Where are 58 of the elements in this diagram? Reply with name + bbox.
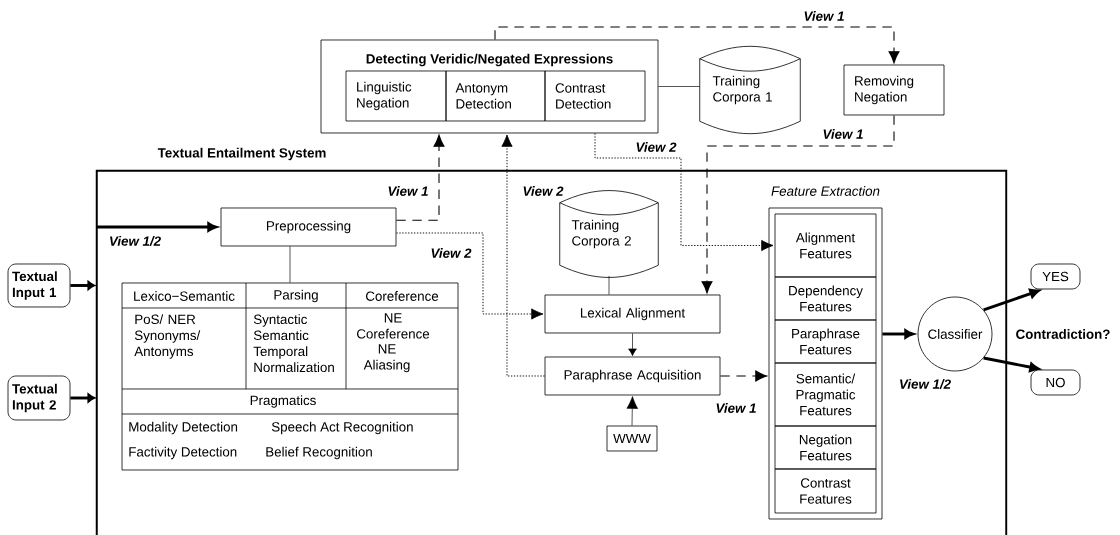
question-label: Contradiction? xyxy=(1016,329,1110,339)
feature-box: Alignment Features xyxy=(774,213,877,278)
process-box: Lexical Alignment xyxy=(544,294,721,334)
edge-label: View 1 xyxy=(714,401,758,415)
cell-text: Speech Act Recognition xyxy=(271,421,413,435)
arrow xyxy=(96,222,218,232)
edge-label: View 1/2 xyxy=(897,377,953,391)
cell-text: Lexico−Semantic xyxy=(134,291,235,301)
source-box: WWW xyxy=(606,425,658,452)
feature-box: Semantic/ Pragmatic Features xyxy=(774,362,877,427)
cell-text: PoS/ NER Synonyms/ Antonyms xyxy=(134,314,201,359)
edge-label: View 1 xyxy=(802,9,846,23)
cell-text: Parsing xyxy=(274,289,318,303)
cell-text: NE Aliasing xyxy=(363,344,410,373)
arrow xyxy=(70,393,96,403)
connector-line xyxy=(289,246,291,283)
process-box: Removing Negation xyxy=(843,64,945,116)
output-box: YES xyxy=(1030,263,1081,290)
feature-box: Dependency Features xyxy=(774,276,877,321)
cell-text: Syntactic Semantic Temporal Normalization xyxy=(253,314,334,373)
arrow xyxy=(628,333,637,356)
cell-text: Coreference xyxy=(366,291,439,301)
arrow xyxy=(501,134,546,377)
input-box: Textual Input 2 xyxy=(7,375,71,421)
cell-text: NE Coreference xyxy=(357,313,430,339)
edge-label: View 1 xyxy=(821,127,865,141)
arrow xyxy=(626,396,638,426)
process-box: Paraphrase Acquisition xyxy=(544,356,721,396)
connector-line xyxy=(658,86,701,87)
input-box: Textual Input 1 xyxy=(7,263,71,308)
edge-label: View 2 xyxy=(429,246,473,260)
module-box: Contrast Detection xyxy=(544,70,646,122)
output-box: NO xyxy=(1030,369,1081,396)
cell-text: Belief Recognition xyxy=(266,446,372,460)
arrow xyxy=(701,114,895,294)
node-label: Feature Extraction xyxy=(771,186,880,196)
feature-box: Contrast Features xyxy=(774,468,877,514)
arrow xyxy=(882,329,915,339)
arrow xyxy=(594,132,774,252)
arrow xyxy=(395,232,544,320)
arrow xyxy=(983,356,1040,372)
arrow xyxy=(395,134,445,221)
feature-box: Negation Features xyxy=(774,425,877,470)
process-box: Preprocessing xyxy=(220,207,397,247)
module-box: Antonym Detection xyxy=(445,70,546,122)
cell-text: Pragmatics xyxy=(250,395,316,408)
cell-text: Factivity Detection xyxy=(129,446,237,460)
connector-line xyxy=(608,275,610,295)
cell-text: Modality Detection xyxy=(129,421,238,435)
edge-label: View 1/2 xyxy=(107,234,163,248)
database-cylinder: Training Corpora 1 xyxy=(699,45,801,135)
arrow xyxy=(719,370,768,382)
arrow xyxy=(494,26,900,64)
module-box: Linguistic Negation xyxy=(345,70,447,122)
component-table xyxy=(121,282,459,471)
feature-box: Paraphrase Features xyxy=(774,319,877,364)
arrow xyxy=(70,280,96,291)
edge-label: View 1 xyxy=(386,184,430,198)
